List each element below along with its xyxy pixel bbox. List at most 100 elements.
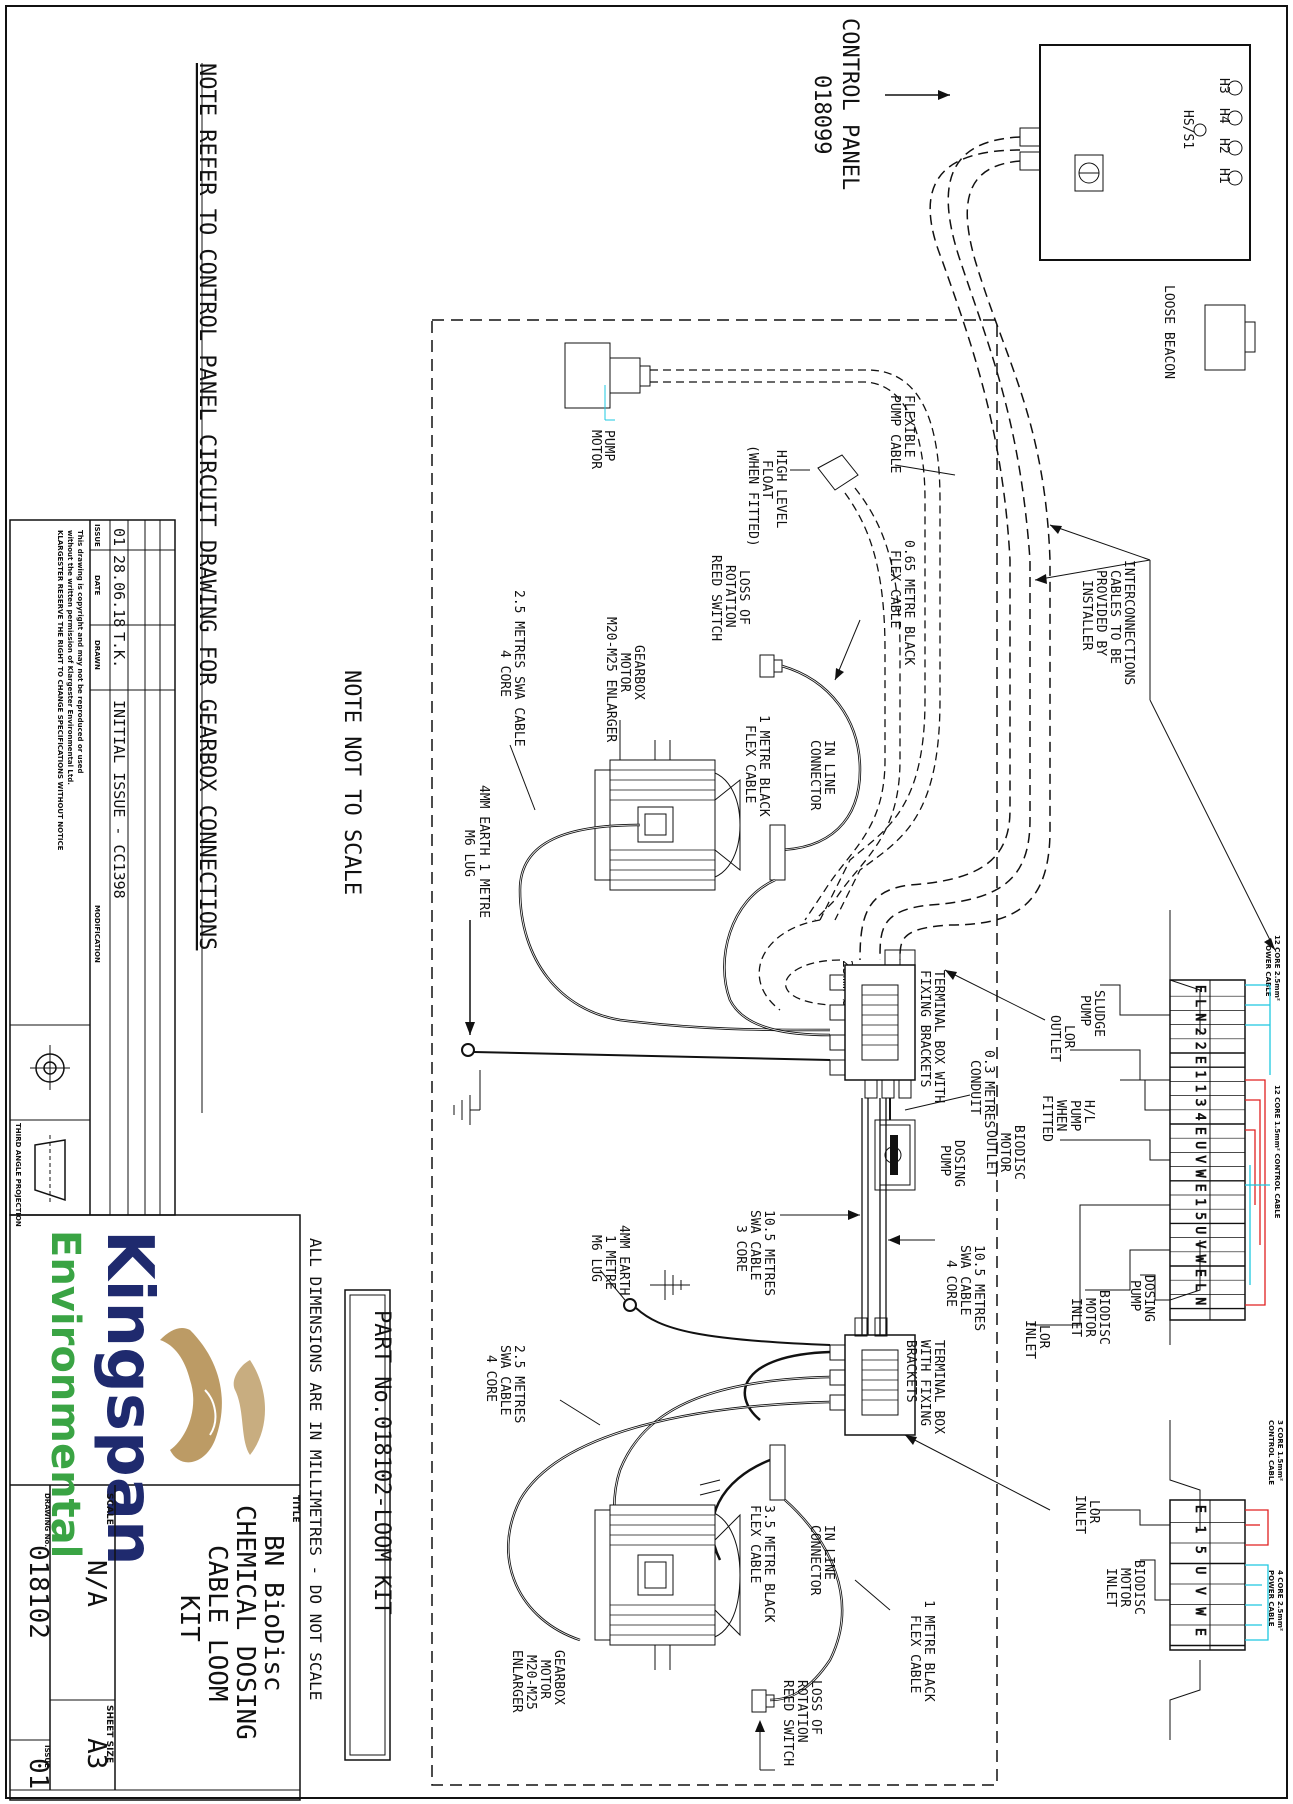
isolator-icon xyxy=(1074,154,1104,192)
indicator-h1: H1 xyxy=(1216,168,1231,184)
svg-text:BIODISC: BIODISC xyxy=(1011,1125,1026,1180)
swa-10-5-cables xyxy=(861,1098,887,1335)
svg-text:PUMP: PUMP xyxy=(1077,995,1092,1026)
svg-text:TERMINAL BOX WITH: TERMINAL BOX WITH xyxy=(931,970,946,1103)
svg-text:FLEX CABLE: FLEX CABLE xyxy=(747,1505,762,1583)
swa-25-a-label: 2.5 METRES SWA CABLE 4 CORE xyxy=(497,590,526,747)
drawing-no-label: DRAWING No. xyxy=(43,1493,51,1547)
indicator-h4: H4 xyxy=(1216,108,1231,124)
terminal-label: W xyxy=(1192,1170,1207,1178)
terminal-label: 2 xyxy=(1192,1042,1207,1050)
earth-lug-1: 4MM EARTH 1 METRE M6 LUG xyxy=(453,785,831,1125)
svg-text:FLEX CABLE: FLEX CABLE xyxy=(907,1615,922,1693)
loose-beacon-label: LOOSE BEACON xyxy=(1161,285,1176,379)
terminal-label: V xyxy=(1192,1587,1207,1595)
svg-text:ROTATION: ROTATION xyxy=(794,1680,809,1743)
svg-text:REED SWITCH: REED SWITCH xyxy=(780,1680,795,1766)
svg-text:ENLARGER: ENLARGER xyxy=(509,1650,524,1713)
svg-text:PUMP: PUMP xyxy=(937,1145,952,1176)
svg-text:PART No.018102-LOOM KIT: PART No.018102-LOOM KIT xyxy=(369,1310,394,1615)
ts2-lor-inlet-label: LOR INLET xyxy=(1072,1495,1101,1534)
terminal-label: W xyxy=(1192,1608,1207,1616)
svg-text:3 CORE 1.5mm²: 3 CORE 1.5mm² xyxy=(1276,1420,1284,1481)
interconnection-cables xyxy=(859,136,1051,961)
control-panel: H3 H4 H2 H1 HS/S1 CONTROL PANEL 018099 xyxy=(809,18,1251,261)
terminal-label: 1 xyxy=(1192,1070,1207,1078)
svg-text:3 CORE: 3 CORE xyxy=(733,1225,748,1272)
terminal-label: U xyxy=(1192,1141,1207,1149)
in-line-connector-1-label: IN LINE CONNECTOR xyxy=(807,740,836,811)
part-number-box: PART No.018102-LOOM KIT xyxy=(344,1289,394,1761)
loom-kit-boundary xyxy=(431,319,998,1786)
svg-text:INLET: INLET xyxy=(1068,1298,1083,1337)
svg-text:CONNECTOR: CONNECTOR xyxy=(807,1525,822,1596)
svg-text:4 CORE: 4 CORE xyxy=(943,1260,958,1307)
terminal-label: E xyxy=(1192,985,1207,993)
title-line-1: BN BioDisc xyxy=(258,1535,288,1692)
svg-text:SWA CABLE: SWA CABLE xyxy=(747,1210,762,1280)
svg-text:LOSS OF: LOSS OF xyxy=(736,570,751,625)
svg-text:without the written permission: without the written permission of Klarge… xyxy=(66,530,74,785)
svg-text:BIODISC: BIODISC xyxy=(1131,1560,1146,1615)
svg-text:OUTLET: OUTLET xyxy=(983,1130,998,1177)
interconnections-note: INTERCONNECTIONS CABLES TO BE PROVIDED B… xyxy=(1079,560,1136,685)
svg-text:3.5 METRE BLACK: 3.5 METRE BLACK xyxy=(761,1505,776,1623)
rev-row-issue: 01 xyxy=(110,528,128,546)
terminal-label: 5 xyxy=(1192,1212,1207,1220)
scale-label: SCALE xyxy=(104,1493,114,1525)
ts1-biodisc-outlet-label: BIODISC MOTOR OUTLET xyxy=(983,1125,1026,1180)
terminal-box-2: TERMINAL BOX WITH FIXING BRACKETS xyxy=(829,1317,1051,1511)
svg-text:POWER CABLE: POWER CABLE xyxy=(1264,940,1272,997)
terminal-label: E xyxy=(1192,1269,1207,1277)
control-panel-number: 018099 xyxy=(809,75,834,154)
svg-text:OUTLET: OUTLET xyxy=(1047,1015,1062,1062)
sheet-size-value: A3 xyxy=(81,1738,111,1769)
svg-text:4 CORE 2.5mm²: 4 CORE 2.5mm² xyxy=(1276,1570,1284,1631)
gearbox-motor-2: GEARBOX MOTOR M20-M25 ENLARGER xyxy=(509,1504,741,1713)
dimensions-note: ALL DIMENSIONS ARE IN MILLIMETRES - DO N… xyxy=(306,1238,325,1700)
terminal-label: E xyxy=(1192,1505,1207,1513)
svg-text:1 METRE BLACK: 1 METRE BLACK xyxy=(921,1600,936,1702)
kingspan-logo xyxy=(160,1328,265,1463)
svg-text:SWA CABLE: SWA CABLE xyxy=(497,1345,512,1415)
indicator-h3: H3 xyxy=(1216,78,1231,94)
svg-text:4 CORE: 4 CORE xyxy=(497,650,512,697)
pump-motor-label: PUMP xyxy=(601,430,616,461)
svg-text:KLARGESTER RESERVE THE RIGHT T: KLARGESTER RESERVE THE RIGHT TO CHANGE S… xyxy=(56,530,64,851)
rev-header-date: DATE xyxy=(93,575,101,595)
ts1-header-left: 12 CORE 2.5mm² xyxy=(1273,935,1281,1001)
ts2-biodisc-inlet-label: BIODISC MOTOR INLET xyxy=(1103,1560,1146,1615)
svg-text:PROVIDED BY: PROVIDED BY xyxy=(1093,570,1108,656)
conduit-03-label: 0.3 METRES CONDUIT xyxy=(967,1050,996,1128)
svg-text:LOR: LOR xyxy=(1086,1500,1101,1524)
terminal-label: V xyxy=(1192,1241,1207,1249)
terminal-label: U xyxy=(1192,1226,1207,1234)
ts2-header-right: 4 CORE 2.5mm² POWER CABLE xyxy=(1267,1570,1284,1631)
svg-text:ROTATION: ROTATION xyxy=(722,565,737,628)
svg-text:CONDUIT: CONDUIT xyxy=(967,1060,982,1115)
svg-text:FLOAT: FLOAT xyxy=(759,460,774,499)
rev-row-drawn: T.K. xyxy=(110,632,128,668)
svg-text:4MM EARTH: 4MM EARTH xyxy=(616,1225,631,1295)
dosing-pump: DOSING PUMP xyxy=(874,1098,966,1191)
ts2-header-left: 3 CORE 1.5mm² CONTROL CABLE xyxy=(1267,1420,1284,1485)
svg-text:This drawing is copyright and: This drawing is copyright and may not be… xyxy=(76,530,84,774)
indicator-h2: H2 xyxy=(1216,138,1231,154)
svg-text:DOSING: DOSING xyxy=(951,1140,966,1187)
ts1-hl-pump-label: H/L PUMP WHEN FITTED xyxy=(1039,1095,1096,1142)
high-level-float: HIGH LEVEL FLOAT (WHEN FITTED) xyxy=(745,445,901,921)
note-not-to-scale: NOTE NOT TO SCALE xyxy=(339,670,364,895)
svg-text:IN LINE: IN LINE xyxy=(821,740,836,795)
terminal-label: 2 xyxy=(1192,1028,1207,1036)
copyright-note: This drawing is copyright and may not be… xyxy=(56,530,84,851)
svg-text:M20-M25: M20-M25 xyxy=(523,1655,538,1710)
terminal-label: 1 xyxy=(1192,1198,1207,1206)
svg-text:BRACKETS: BRACKETS xyxy=(903,1340,918,1403)
earth-lug-2: 4MM EARTH 1 METRE M6 LUG xyxy=(588,1225,831,1346)
svg-text:IN LINE: IN LINE xyxy=(821,1525,836,1580)
svg-text:MOTOR: MOTOR xyxy=(997,1133,1012,1172)
terminal-label: L xyxy=(1192,1283,1207,1291)
svg-text:LOR: LOR xyxy=(1036,1325,1051,1349)
note-refer-control-panel: NOTE REFER TO CONTROL PANEL CIRCUIT DRAW… xyxy=(194,63,219,950)
